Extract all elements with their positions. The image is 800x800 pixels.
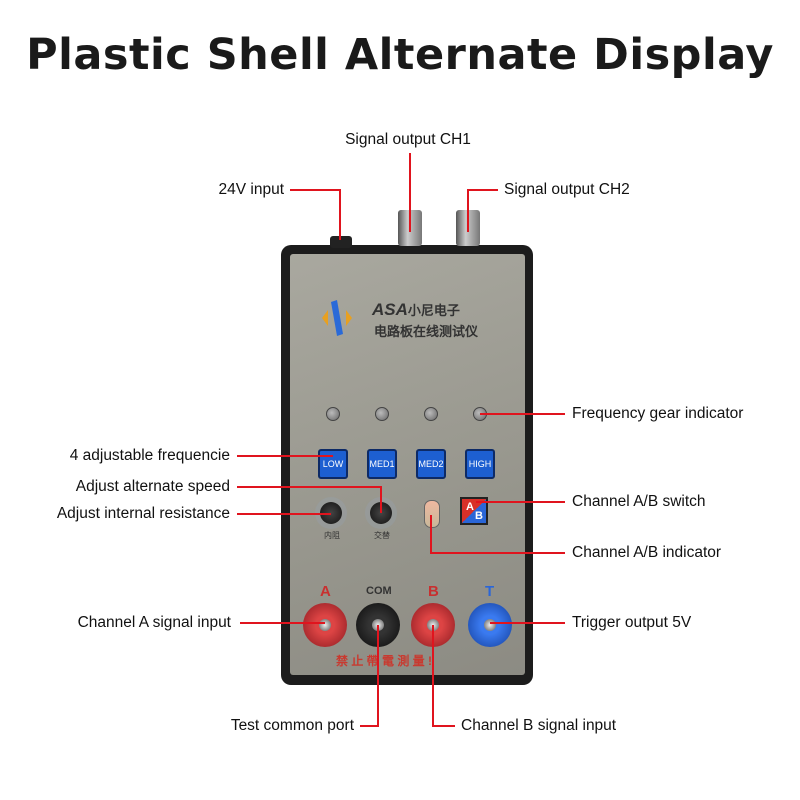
jack-label-t: T — [485, 583, 495, 600]
label-ab-indicator: Channel A/B indicator — [572, 544, 722, 561]
label-int-res: Adjust internal resistance — [56, 505, 230, 522]
jack-label-b: B — [428, 583, 439, 600]
led-low — [326, 407, 340, 421]
brand-logo-icon — [322, 300, 352, 336]
label-com: Test common port — [230, 717, 354, 734]
knob-label-alternate: 交替 — [374, 531, 390, 540]
device-subtitle: 电路板在线测试仪 — [374, 325, 479, 340]
brand-cn: 小尼电子 — [407, 303, 460, 318]
switch-label-b: B — [475, 510, 483, 522]
page-title: Plastic Shell Alternate Display — [26, 30, 774, 80]
led-med1 — [375, 407, 389, 421]
low-button[interactable]: LOW — [318, 449, 348, 479]
high-button[interactable]: HIGH — [465, 449, 495, 479]
jack-label-a: A — [320, 583, 331, 600]
brand-name: ASA — [372, 300, 408, 319]
label-ch-a: Channel A signal input — [77, 614, 231, 631]
label-ab-switch: Channel A/B switch — [572, 493, 706, 510]
label-ch1: Signal output CH1 — [345, 131, 471, 148]
label-24v: 24V input — [218, 181, 285, 198]
med1-button[interactable]: MED1 — [367, 449, 397, 479]
jack-t[interactable] — [468, 603, 512, 647]
label-4-freq: 4 adjustable frequencie — [69, 447, 230, 464]
knob-label-resistance: 内阻 — [324, 531, 340, 540]
label-ch-b: Channel B signal input — [461, 717, 617, 734]
label-freq-indicator: Frequency gear indicator — [572, 405, 744, 422]
label-ch2: Signal output CH2 — [504, 181, 630, 198]
label-trigger: Trigger output 5V — [572, 614, 692, 631]
led-med2 — [424, 407, 438, 421]
jack-a[interactable] — [303, 603, 347, 647]
label-alt-speed: Adjust alternate speed — [75, 478, 230, 495]
warning-text: 禁 止 帶 電 測 量 ! — [336, 654, 433, 668]
power-jack — [330, 236, 352, 248]
jack-label-com: COM — [366, 585, 392, 597]
med2-button[interactable]: MED2 — [416, 449, 446, 479]
switch-label-a: A — [466, 501, 474, 513]
